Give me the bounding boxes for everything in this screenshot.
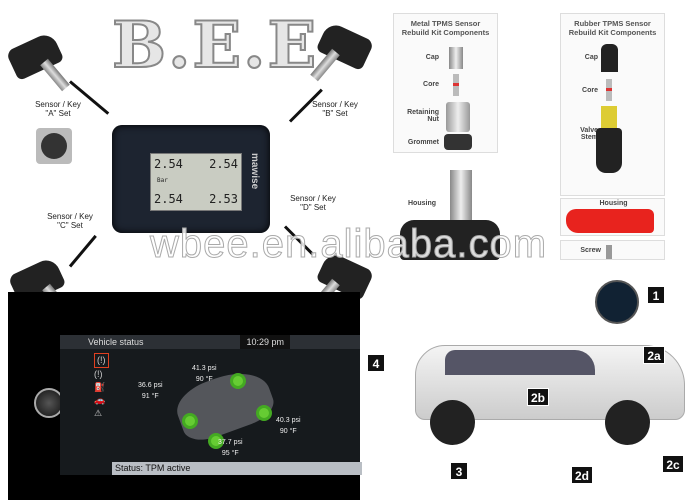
- rubber-cap-image: [601, 44, 618, 72]
- tpms-sensor-a: [5, 30, 80, 92]
- rubber-kit-subtitle: Rebuild Kit Components: [568, 28, 657, 37]
- connector-line: [68, 234, 97, 268]
- display-header: Vehicle status 10:29 pm: [60, 335, 360, 349]
- nut-image: [446, 102, 470, 132]
- callout-4: 4: [367, 354, 385, 372]
- part-label: Valve Stem: [580, 127, 598, 141]
- rubber-housing-panel: Housing: [560, 198, 665, 236]
- tire-front-right: [208, 433, 224, 449]
- part-label: Core: [582, 87, 598, 94]
- idrive-controller-knob: [34, 388, 64, 418]
- unit-label: Bar: [157, 177, 168, 184]
- dash-tpms-light: [595, 280, 639, 324]
- sensor-d-label: Sensor / Key"D" Set: [290, 194, 336, 212]
- metal-kit-title: Metal TPMS Sensor: [410, 19, 481, 28]
- screw-image: [606, 245, 612, 259]
- watermark: wbee.en.alibaba.com: [149, 222, 548, 267]
- metal-stem-image: [450, 170, 472, 220]
- warning-icon: ⚠: [94, 408, 103, 418]
- reading-fl: 2.54: [154, 157, 183, 171]
- valve-stem-image: [596, 128, 622, 173]
- display-title: Vehicle status: [88, 337, 144, 347]
- grommet-image: [444, 134, 472, 150]
- car-icon: 🚗: [94, 395, 106, 405]
- clock: 10:29 pm: [240, 335, 290, 349]
- callout-2d: 2d: [571, 466, 593, 484]
- reading-rl: 2.54: [154, 192, 183, 206]
- callout-1: 1: [647, 286, 665, 304]
- red-housing-image: [566, 209, 654, 233]
- suv-image: [405, 320, 695, 450]
- part-label: Cap: [425, 54, 439, 61]
- valve-stem-metal: [601, 106, 617, 128]
- oil-icon: ⛽: [94, 382, 106, 392]
- lcd-display: 2.54 2.54 Bar 2.54 2.53: [150, 153, 242, 211]
- tpms-monitor: 2.54 2.54 Bar 2.54 2.53 mawise: [112, 125, 270, 233]
- sensor-a-label: Sensor / Key"A" Set: [35, 100, 81, 118]
- core-image: [453, 74, 459, 96]
- key-fob: [36, 128, 72, 164]
- part-label: Screw: [580, 247, 601, 254]
- reading-fr: 2.54: [209, 157, 238, 171]
- part-label: Cap: [584, 54, 598, 61]
- tpms-icon: (!): [94, 353, 109, 368]
- callout-2c: 2c: [662, 455, 684, 473]
- part-label: Retaining Nut: [407, 109, 439, 123]
- part-label: Grommet: [407, 139, 439, 146]
- metal-kit-subtitle: Rebuild Kit Components: [401, 28, 490, 37]
- callout-3: 3: [450, 462, 468, 480]
- screw-panel: Screw: [560, 240, 665, 260]
- tpms-reset-icon: (!): [94, 369, 103, 379]
- status-bar: Status: TPM active: [112, 462, 362, 475]
- cap-image: [449, 47, 463, 69]
- part-label: Core: [423, 81, 439, 88]
- metal-housing-image: [400, 220, 500, 260]
- part-label: Housing: [599, 200, 628, 207]
- part-label: Housing: [408, 200, 436, 207]
- rubber-kit-title: Rubber TPMS Sensor: [574, 19, 651, 28]
- reading-rr: 2.53: [209, 192, 238, 206]
- vehicle-status-display: Vehicle status 10:29 pm (!) (!) ⛽ 🚗 ⚠ 41…: [60, 335, 362, 475]
- menu-icons: (!) (!) ⛽ 🚗 ⚠: [94, 353, 109, 420]
- tpms-sensor-b: [300, 20, 375, 82]
- brand-label: mawise: [249, 153, 260, 190]
- tire-rear-left: [230, 373, 246, 389]
- callout-2b: 2b: [527, 388, 549, 406]
- callout-2a: 2a: [643, 346, 665, 364]
- tire-rear-right: [256, 405, 272, 421]
- sensor-b-label: Sensor / Key"B" Set: [312, 100, 358, 118]
- tire-front-left: [182, 413, 198, 429]
- sensor-c-label: Sensor / Key"C" Set: [47, 212, 93, 230]
- core-image: [606, 79, 612, 101]
- bee-logo: B.E.E: [111, 7, 319, 84]
